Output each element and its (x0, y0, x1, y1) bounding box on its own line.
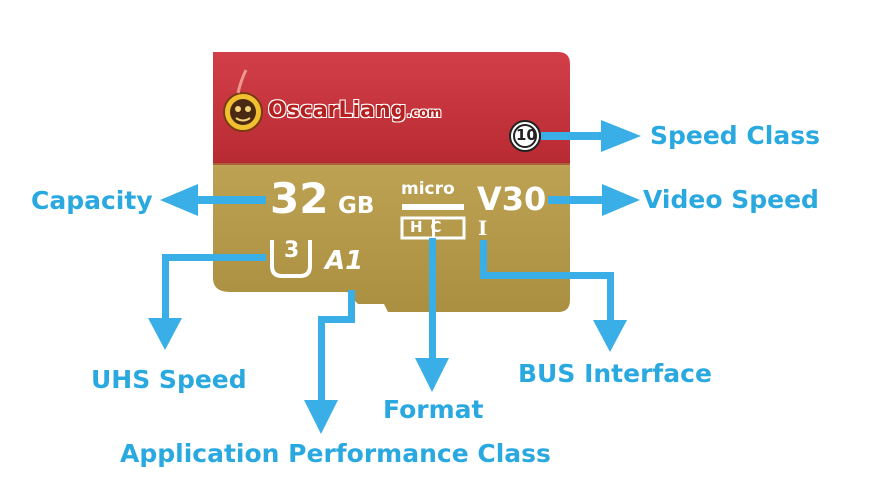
label-capacity: Capacity (31, 186, 153, 215)
label-uhs-speed: UHS Speed (91, 365, 247, 394)
capacity-number: 32 (270, 174, 329, 223)
capacity-unit: GB (338, 193, 375, 219)
arrow-uhs-vertical (162, 254, 169, 322)
card-top-band (213, 52, 570, 165)
label-application-performance-class: Application Performance Class (120, 439, 551, 468)
app-class-mark: A1 (325, 246, 364, 276)
bus-numeral: I (478, 216, 488, 240)
arrow-uhs-head (148, 318, 182, 350)
arrow-speed-class-head (601, 120, 641, 152)
speed-class-badge-icon (509, 120, 541, 152)
arrow-video-speed-shaft (548, 196, 606, 204)
arrow-app-perf-horizontal (318, 316, 355, 323)
annotation-arrows (148, 120, 641, 434)
uhs-number: 3 (284, 238, 300, 263)
arrow-format-shaft (429, 238, 436, 362)
arrow-capacity-head (160, 184, 198, 216)
band-divider (213, 162, 570, 165)
logo-name: OscarLiang (268, 98, 407, 123)
logo-suffix: .com (406, 106, 442, 121)
oscarliang-logo-mascot-icon (223, 69, 263, 132)
arrow-bus-horizontal (480, 272, 614, 279)
format-logo-bottom: HC (410, 218, 450, 236)
label-format: Format (383, 395, 484, 424)
label-speed-class: Speed Class (650, 121, 820, 150)
microsd-card (213, 52, 570, 312)
arrow-app-perf-vertical (318, 316, 325, 406)
arrow-video-speed-head (602, 184, 640, 216)
arrow-app-perf-upper (348, 290, 355, 320)
logo-text: OscarLiang.com (268, 100, 441, 122)
label-video-speed: Video Speed (643, 185, 819, 214)
format-logo-top: micro (401, 179, 455, 199)
speed-class-badge-text: 10 (516, 126, 537, 144)
uhs-u3-symbol-icon (270, 240, 312, 278)
arrow-format-head (415, 358, 449, 392)
arrow-uhs-horizontal (162, 254, 266, 261)
arrow-bus-upper (480, 240, 487, 276)
arrow-bus-vertical (607, 272, 614, 324)
arrow-capacity-shaft (194, 196, 266, 204)
video-speed-mark: V30 (477, 180, 547, 218)
card-bottom-band (213, 163, 570, 312)
label-bus-interface: BUS Interface (518, 359, 712, 388)
arrow-speed-class-shaft (541, 132, 605, 140)
arrow-bus-head (593, 320, 627, 352)
arrow-app-perf-head (304, 400, 338, 434)
